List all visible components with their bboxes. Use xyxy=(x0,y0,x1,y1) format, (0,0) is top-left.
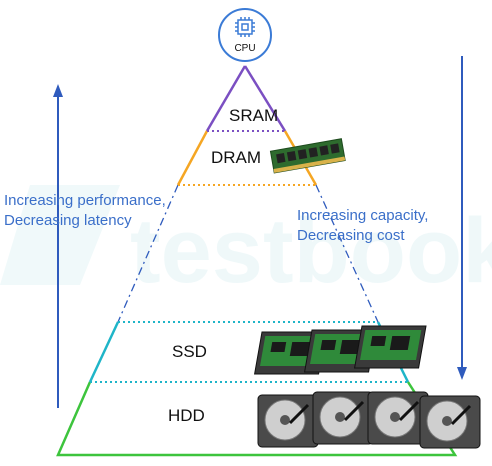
capacity-arrow xyxy=(457,56,467,380)
cpu-chip-icon xyxy=(235,17,255,37)
watermark-text: testbook xyxy=(130,200,492,302)
ssd-drives-image xyxy=(254,325,427,375)
tier-label-hdd: HDD xyxy=(168,406,205,425)
hdd-drives-image xyxy=(257,391,481,449)
sram-left-edge xyxy=(205,65,247,132)
performance-arrow xyxy=(53,84,63,408)
sram-right-edge xyxy=(243,65,287,132)
tier-label-dram: DRAM xyxy=(211,148,262,167)
watermark-logo: testbook xyxy=(0,185,492,302)
cpu-label: CPU xyxy=(234,43,255,54)
dram-left-edge xyxy=(176,130,209,186)
tier-dividers xyxy=(90,130,408,383)
gap-right-edge xyxy=(315,184,379,323)
tier-label-ssd: SSD xyxy=(172,342,207,361)
cpu-node: CPU xyxy=(218,8,272,62)
gap-left-edge xyxy=(117,184,179,323)
performance-note: Increasing performance, Decreasing laten… xyxy=(4,192,166,229)
capacity-note: Increasing capacity, Decreasing cost xyxy=(297,207,429,244)
tier-label-sram: SRAM xyxy=(229,106,279,125)
dram-module-image xyxy=(269,138,346,174)
ssd-left-edge xyxy=(88,321,120,383)
